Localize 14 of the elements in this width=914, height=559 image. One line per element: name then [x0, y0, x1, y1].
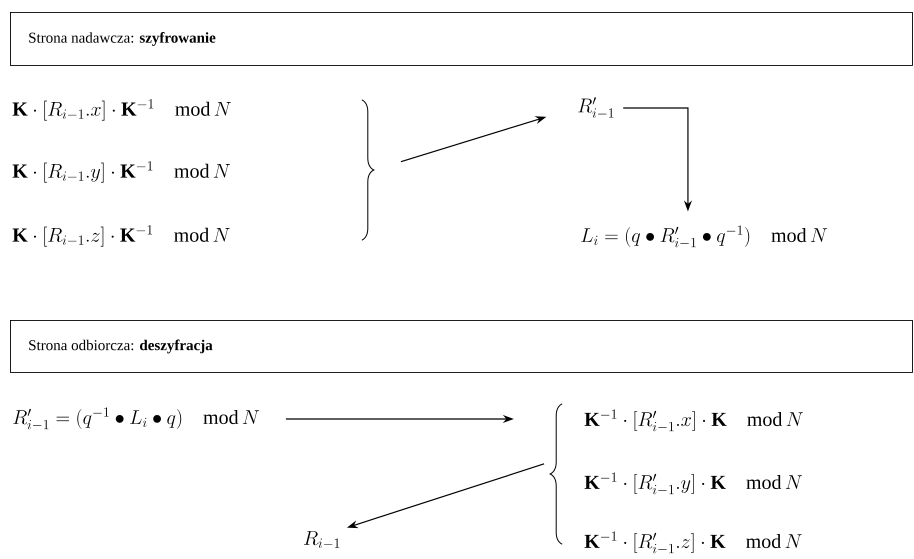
formula: $\mathbf{K}^{-1}\cdot[R^{\prime}_{i-1}.z]\cdot\mathbf{K}\quad \mathrm{mod}\,N$ [584, 531, 802, 554]
formula: $R^{\prime}_{i-1}=(q^{-1}\bullet L_i\bullet q)\quad \mathrm{mod}\,N$ [13, 407, 260, 430]
section-banner: Strona nadawcza: szyfrowanie [10, 12, 913, 66]
curly-brace [550, 403, 563, 545]
formula: $L_i=(q\bullet R^{\prime}_{i-1}\bullet q^{-1})\quad \mathrm{mod}\,N$ [581, 225, 828, 248]
formula: $\mathbf{K}\cdot[R_{i-1}.z]\cdot\mathbf{K}^{-1}\quad \mathrm{mod}\,N$ [12, 225, 230, 247]
formula: $\mathbf{K}\cdot[R_{i-1}.y]\cdot\mathbf{K}^{-1}\quad \mathrm{mod}\,N$ [12, 161, 230, 183]
formula: $R_{i-1}$ [304, 531, 340, 548]
section-banner: Strona odbiorcza: deszyfracja [10, 320, 913, 373]
formula: $R^{\prime}_{i-1}$ [578, 97, 614, 118]
formula: $\mathbf{K}\cdot[R_{i-1}.x]\cdot\mathbf{K}^{-1}\quad \mathrm{mod}\,N$ [12, 99, 231, 121]
formula: $\mathbf{K}^{-1}\cdot[R^{\prime}_{i-1}.y]\cdot\mathbf{K}\quad \mathrm{mod}\,N$ [584, 472, 802, 494]
formula: $\mathbf{K}^{-1}\cdot[R^{\prime}_{i-1}.x]\cdot\mathbf{K}\quad \mathrm{mod}\,N$ [584, 409, 803, 432]
curly-brace [361, 99, 374, 241]
